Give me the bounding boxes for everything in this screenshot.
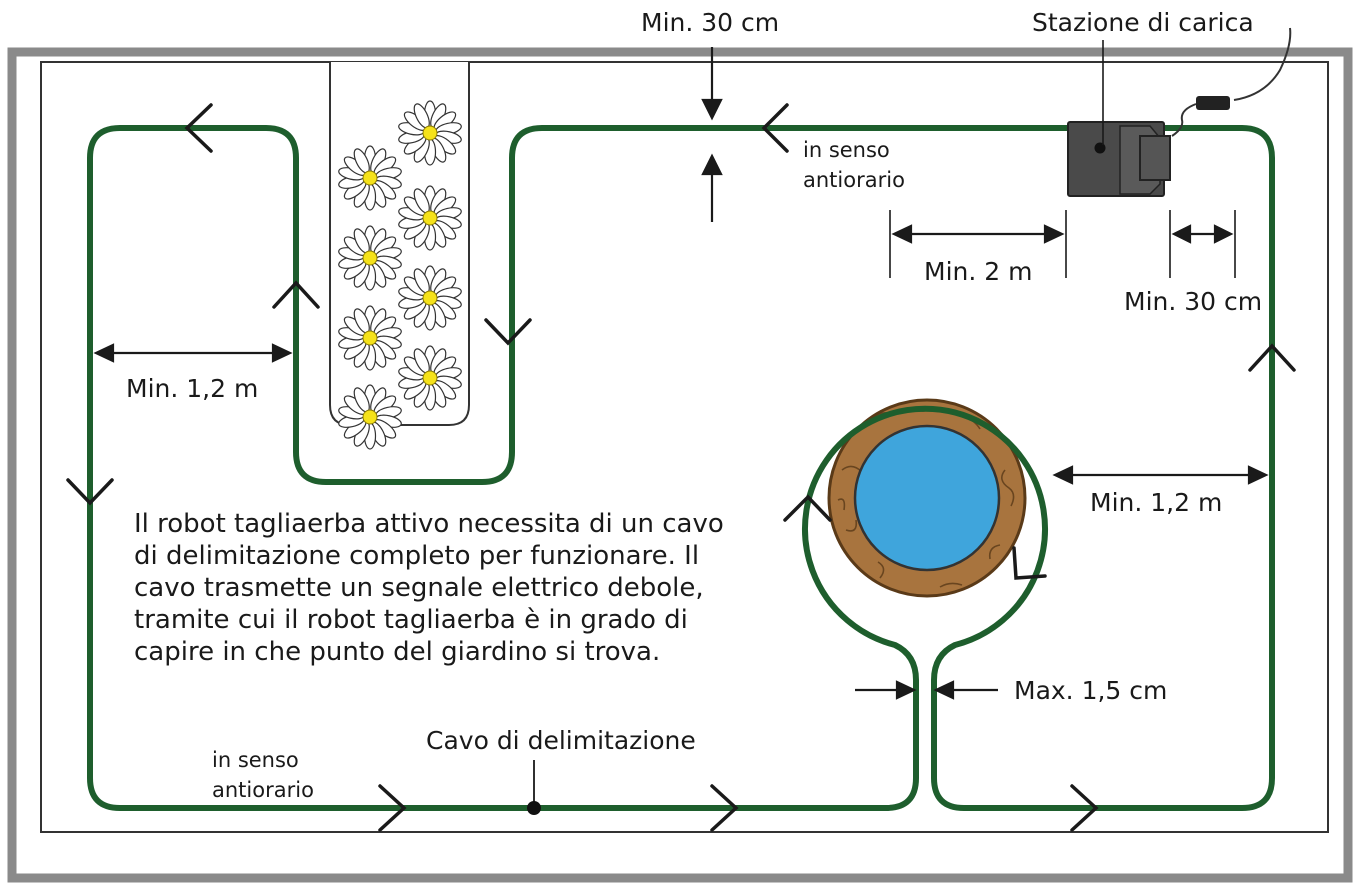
label-min-12m-left: Min. 1,2 m xyxy=(126,374,259,403)
label-boundary-cable: Cavo di delimitazione xyxy=(426,726,696,755)
description-line: di delimitazione completo per funzionare… xyxy=(134,541,700,571)
arrow-left-icon xyxy=(1171,224,1192,244)
arrow-corner-icon xyxy=(1012,546,1047,580)
direction-arrows xyxy=(66,103,1296,832)
arrow-up-icon xyxy=(1248,343,1296,372)
daisy-flower-icon xyxy=(338,225,402,291)
arrow-right-icon xyxy=(710,784,739,832)
label-ccw-top-line2: antiorario xyxy=(803,168,905,192)
label-min-30cm-top: Min. 30 cm xyxy=(641,8,780,37)
power-plug-icon xyxy=(1196,96,1230,110)
arrow-diagonal-icon xyxy=(783,494,832,522)
daisy-flower-icon xyxy=(398,100,462,166)
arrow-right-icon xyxy=(271,343,293,363)
arrow-right-icon xyxy=(895,680,917,700)
label-min-30cm-right: Min. 30 cm xyxy=(1124,287,1263,316)
arrow-up-icon xyxy=(701,153,723,176)
description-line: capire in che punto del giardino si trov… xyxy=(134,637,661,667)
garden-inner-border xyxy=(40,61,1329,833)
arrow-right-icon xyxy=(1213,224,1234,244)
description-text: Il robot tagliaerba attivo necessita di … xyxy=(134,508,724,668)
cable-point-marker xyxy=(527,801,541,815)
daisy-flower-icon xyxy=(338,305,402,371)
charging-station-icon xyxy=(1067,121,1171,197)
arrow-left-icon xyxy=(93,343,115,363)
daisy-flower-icon xyxy=(398,265,462,331)
measurement-markers xyxy=(93,40,1269,815)
label-min-12m-right: Min. 1,2 m xyxy=(1090,488,1223,517)
description-line: cavo trasmette un segnale elettrico debo… xyxy=(134,573,704,603)
daisy-flower-icon xyxy=(338,145,402,211)
arrow-left-icon xyxy=(933,680,955,700)
arrow-left-icon xyxy=(891,224,913,244)
arrow-up-icon xyxy=(272,280,320,309)
arrow-down-icon xyxy=(66,478,114,506)
label-ccw-bottom-line1: in senso xyxy=(212,748,299,772)
pond-water xyxy=(853,424,1001,572)
arrow-right-icon xyxy=(378,784,407,832)
label-ccw-bottom-line2: antiorario xyxy=(212,778,314,802)
arrow-left-icon xyxy=(761,103,789,153)
daisy-flowers xyxy=(338,100,462,450)
description-line: tramite cui il robot tagliaerba è in gra… xyxy=(134,605,688,635)
daisy-flower-icon xyxy=(398,345,462,411)
arrow-right-icon xyxy=(1070,784,1099,832)
label-ccw-top-line1: in senso xyxy=(803,138,890,162)
arrow-left-icon xyxy=(1052,465,1074,485)
station-power-cord xyxy=(1233,27,1292,101)
label-max-15cm: Max. 1,5 cm xyxy=(1014,676,1168,705)
daisy-flower-icon xyxy=(338,384,402,450)
station-power-cord-low xyxy=(1171,103,1197,137)
arrow-right-icon xyxy=(1043,224,1065,244)
arrow-down-icon xyxy=(701,98,723,121)
boundary-wire xyxy=(87,125,1275,811)
description-line: Il robot tagliaerba attivo necessita di … xyxy=(134,509,724,539)
label-min-2m: Min. 2 m xyxy=(924,257,1033,286)
daisy-flower-icon xyxy=(398,185,462,251)
arrow-down-icon xyxy=(484,318,532,346)
label-charging-station: Stazione di carica xyxy=(1032,8,1254,37)
arrow-right-icon xyxy=(1247,465,1269,485)
arrow-left-icon xyxy=(184,103,213,153)
